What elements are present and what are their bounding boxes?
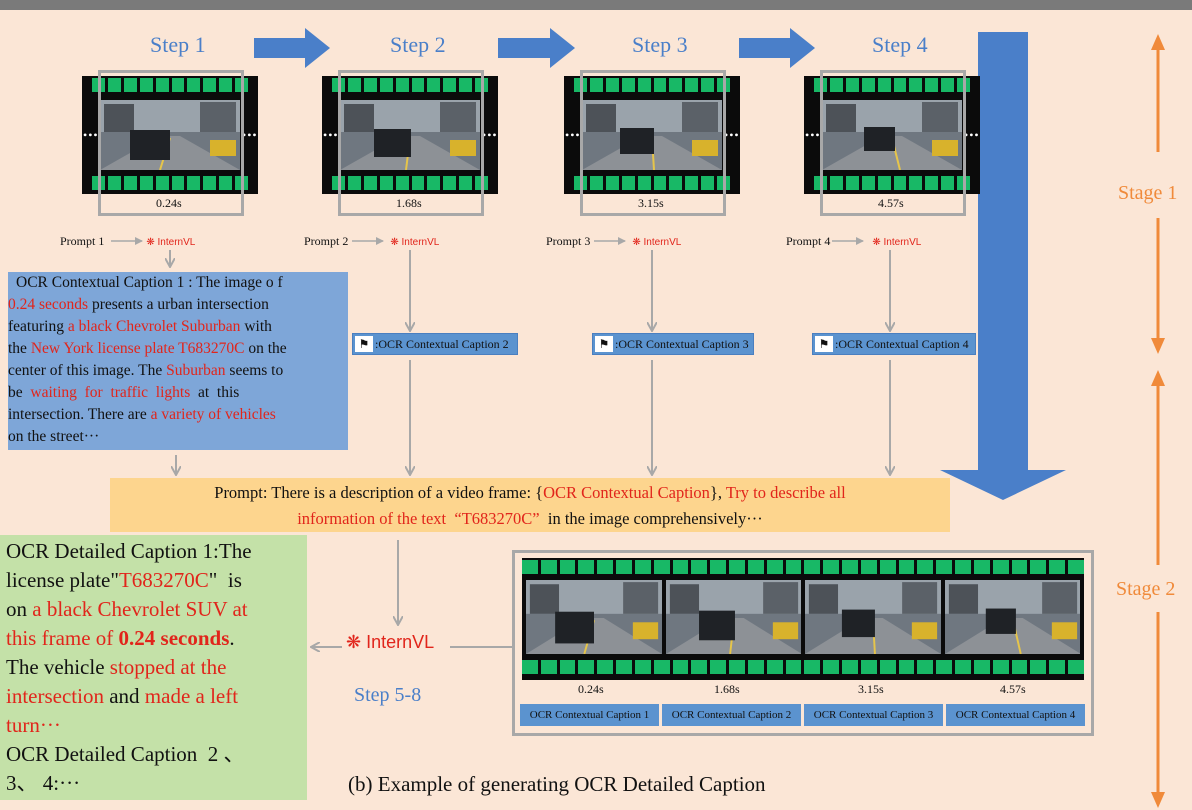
detailed-line-7: turn··· — [6, 713, 61, 737]
detailed-line-3: on a black Chevrolet SUV at — [6, 597, 248, 621]
internvl-logo-icon: ❋ InternVL — [632, 237, 682, 248]
ocr-contextual-caption-2-box: ⚑ :OCR Contextual Caption 2 — [352, 333, 518, 355]
strip-frame-4 — [944, 580, 1080, 654]
frame-selection-box — [338, 70, 484, 216]
video-frame-icon: ⚑ — [815, 336, 833, 352]
frame-time-2: 1.68s — [396, 196, 422, 210]
prompt-row-2: Prompt 2 ❋ InternVL — [304, 234, 439, 249]
frame-selection-box — [820, 70, 966, 216]
film-strip-panel — [512, 550, 1094, 736]
detailed-line-5: The vehicle stopped at the — [6, 655, 227, 679]
prompt-4-label: Prompt 4 — [786, 234, 831, 248]
caption-3-label: :OCR Contextual Caption 3 — [615, 336, 749, 351]
prompt-bar-line-1: Prompt: There is a description of a vide… — [214, 483, 846, 502]
strip-caption-1: OCR Contextual Caption 1 — [520, 704, 659, 726]
strip-caption-4: OCR Contextual Caption 4 — [946, 704, 1085, 726]
caption-4-label: :OCR Contextual Caption 4 — [835, 336, 969, 351]
stage-2-label: Stage 2 — [1116, 578, 1176, 600]
prompt-bar: Prompt: There is a description of a vide… — [110, 478, 950, 532]
strip-time-3: 3.15s — [858, 682, 884, 696]
prompt-row-3: Prompt 3 ❋ InternVL — [546, 234, 681, 249]
step-3-label: Step 3 — [632, 32, 688, 57]
video-frame-2: •••••• — [322, 76, 498, 194]
prompt-row-4: Prompt 4 ❋ InternVL — [786, 234, 921, 249]
step-2-label: Step 2 — [390, 32, 446, 57]
prompt-2-label: Prompt 2 — [304, 234, 349, 248]
prompt-1-label: Prompt 1 — [60, 234, 105, 248]
figure-caption: (b) Example of generating OCR Detailed C… — [348, 772, 766, 796]
frame-time-4: 4.57s — [878, 196, 904, 210]
blue-step-arrows — [254, 28, 1066, 500]
step-5-8-label: Step 5-8 — [354, 684, 422, 706]
detailed-line-8: OCR Detailed Caption 2 、 — [6, 742, 245, 766]
strip-frame-2 — [665, 580, 801, 654]
video-frame-3: •••••• — [564, 76, 740, 194]
caption-2-label: :OCR Contextual Caption 2 — [375, 336, 509, 351]
internvl-logo-icon: ❋ InternVL — [872, 237, 922, 248]
caption1-line-1: OCR Contextual Caption 1 : The image o f — [16, 274, 283, 291]
strip-caption-3: OCR Contextual Caption 3 — [804, 704, 943, 726]
strip-frame-1 — [526, 580, 662, 654]
prompt-3-label: Prompt 3 — [546, 234, 591, 248]
step-1-label: Step 1 — [150, 32, 206, 57]
step-4-label: Step 4 — [872, 32, 928, 57]
internvl-logo-icon: ❋ InternVL — [346, 632, 435, 652]
caption1-line-5: center of this image. The Suburban seems… — [8, 362, 284, 379]
caption1-line-7: intersection. There are a variety of veh… — [8, 406, 276, 423]
detailed-line-6: intersection and made a left — [6, 684, 239, 708]
top-bar — [0, 0, 1192, 10]
detailed-line-1: OCR Detailed Caption 1:The — [6, 539, 252, 563]
frame-time-3: 3.15s — [638, 196, 664, 210]
internvl-logo-icon: ❋ InternVL — [146, 237, 196, 248]
strip-frame-3 — [805, 580, 941, 654]
strip-time-1: 0.24s — [578, 682, 604, 696]
ocr-contextual-caption-1: OCR Contextual Caption 1 : The image o f… — [8, 272, 348, 450]
ocr-contextual-caption-3-box: ⚑ :OCR Contextual Caption 3 — [592, 333, 754, 355]
caption1-line-6: be waiting for traffic lights at this — [8, 384, 240, 401]
prompt-bar-line-2: information of the text “T683270C” in th… — [297, 509, 763, 528]
street-scene-image — [582, 100, 722, 170]
internvl-logo-large: ❋ InternVL — [346, 632, 434, 653]
frame-selection-box — [580, 70, 726, 216]
detailed-line-2: license plate"T683270C" is — [6, 568, 242, 592]
frame-time-1: 0.24s — [156, 196, 182, 210]
film-strip — [522, 558, 1084, 680]
stage-1-label: Stage 1 — [1118, 182, 1178, 204]
video-frame-1: •••••• — [82, 76, 258, 194]
strip-time-2: 1.68s — [714, 682, 740, 696]
detailed-line-4: this frame of 0.24 seconds. — [6, 626, 235, 650]
caption1-line-8: on the street··· — [8, 428, 100, 445]
street-scene-image — [822, 100, 962, 170]
internvl-logo-icon: ❋ InternVL — [390, 237, 440, 248]
frame-selection-box — [98, 70, 244, 216]
prompt-row-1: Prompt 1 ❋ InternVL — [60, 234, 195, 249]
caption1-line-4: the New York license plate T683270C on t… — [8, 340, 287, 357]
ocr-detailed-caption-box: OCR Detailed Caption 1:The license plate… — [0, 535, 307, 800]
strip-caption-2: OCR Contextual Caption 2 — [662, 704, 801, 726]
caption1-line-2: 0.24 seconds presents a urban intersecti… — [8, 296, 269, 313]
street-scene-image — [100, 100, 240, 170]
street-scene-image — [340, 100, 480, 170]
video-frame-icon: ⚑ — [595, 336, 613, 352]
strip-time-4: 4.57s — [1000, 682, 1026, 696]
video-frame-icon: ⚑ — [355, 336, 373, 352]
ocr-contextual-caption-4-box: ⚑ :OCR Contextual Caption 4 — [812, 333, 976, 355]
caption1-line-3: featuring a black Chevrolet Suburban wit… — [8, 318, 272, 335]
detailed-line-9: 3、 4:··· — [6, 771, 81, 795]
